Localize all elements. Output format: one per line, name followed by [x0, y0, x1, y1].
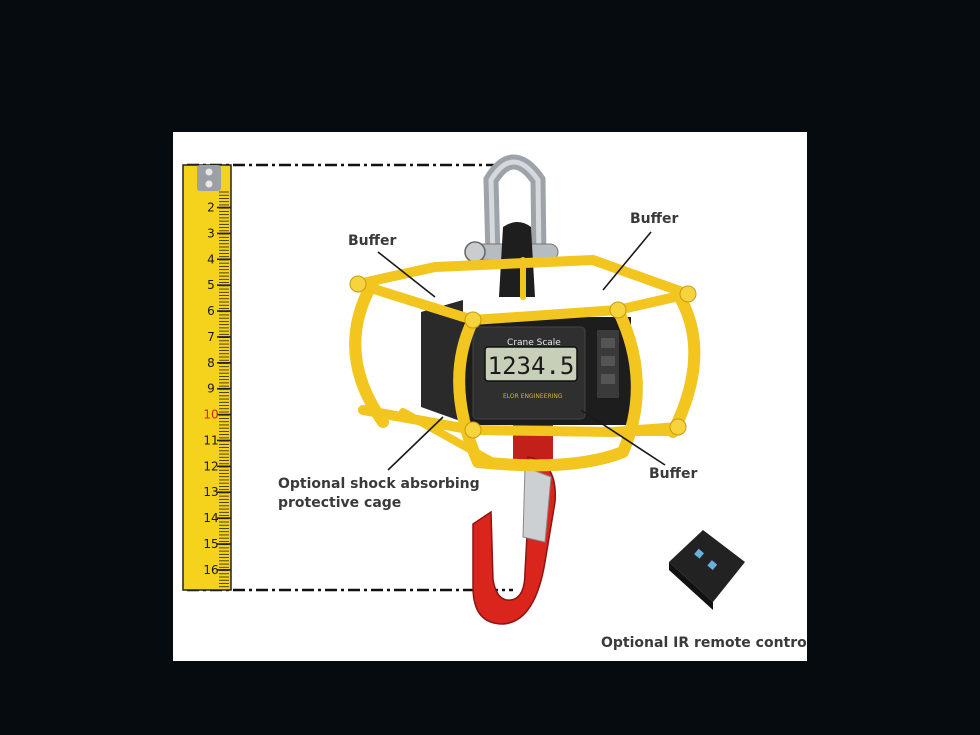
callout-remote: Optional IR remote control: [601, 635, 807, 651]
scale-body: Crane Scale 1234.5 ELOR ENGINEERING: [421, 300, 631, 425]
protective-cage: [349, 255, 701, 472]
callout-cage-line2: protective cage: [278, 495, 402, 511]
callout-buffer-bottom: Buffer: [649, 466, 698, 482]
measuring-tape: 2 3 4 5 6 7 8 9 10 11 12 13 14 15 16: [182, 164, 232, 591]
product-photo: 2 3 4 5 6 7 8 9 10 11 12 13 14 15 16: [173, 132, 807, 661]
callout-pointers: [377, 231, 666, 471]
product-label: Crane Scale: [507, 338, 561, 348]
weight-reading: 1234.5: [488, 352, 575, 380]
callout-buffer-right: Buffer: [630, 211, 679, 227]
tape-inch-label: 5: [207, 278, 215, 292]
brand-label: ELOR ENGINEERING: [503, 393, 563, 400]
tape-inch-label: 12: [203, 459, 218, 473]
tape-inch-label: 15: [203, 537, 218, 551]
tape-inch-label: 3: [207, 226, 215, 240]
tape-inch-label: 9: [207, 382, 215, 396]
tape-inch-label: 6: [207, 304, 215, 318]
tape-inch-label: 10: [203, 408, 218, 422]
tape-inch-label: 11: [203, 433, 218, 447]
shackle: [464, 154, 559, 297]
cage-joints: [349, 275, 697, 439]
crane-hook: [472, 422, 557, 625]
crane-scale-illustration: 2 3 4 5 6 7 8 9 10 11 12 13 14 15 16: [182, 154, 745, 625]
tape-inch-label: 13: [203, 485, 218, 499]
tape-inch-label: 2: [207, 201, 215, 215]
ir-remote-icon: [669, 530, 745, 610]
tape-inch-label: 14: [203, 511, 218, 525]
tape-inch-label: 8: [207, 356, 215, 370]
tape-inch-label: 7: [207, 330, 215, 344]
callout-cage: Optional shock absorbing protective cage: [278, 475, 480, 513]
callout-cage-line1: Optional shock absorbing: [278, 476, 480, 492]
callout-buffer-left: Buffer: [348, 233, 397, 249]
tape-inch-label: 16: [203, 563, 218, 577]
tape-inch-label: 4: [207, 252, 215, 266]
